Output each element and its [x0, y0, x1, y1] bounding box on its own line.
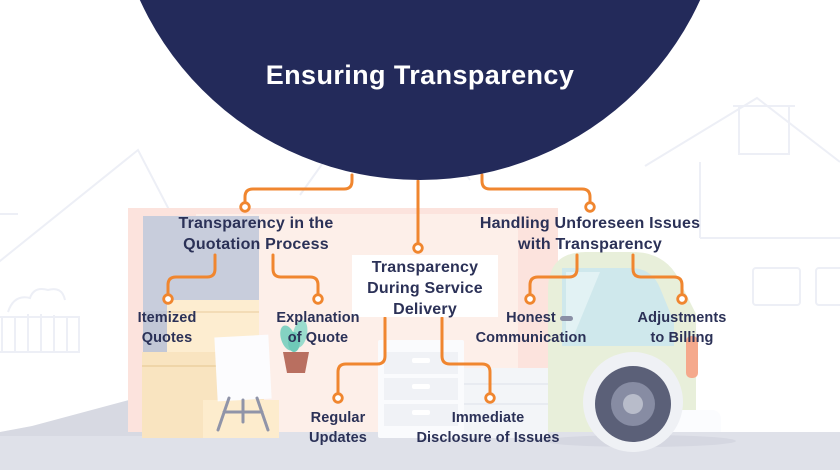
door-panel — [143, 216, 259, 311]
leaf-itemized-quotes: Itemized Quotes — [137, 310, 197, 346]
node-dot — [312, 293, 324, 305]
connector-quotation — [243, 173, 354, 203]
potted-plant-icon — [280, 320, 309, 373]
leaf-immediate-disclosure: Immediate Disclosure of Issues — [416, 410, 560, 446]
node-dot — [239, 201, 251, 213]
connector-issues — [480, 173, 592, 203]
node-dot — [524, 293, 536, 305]
right-roof-outline — [644, 96, 840, 167]
branch-quotation-label: Transparency in the Quotation Process — [178, 215, 334, 253]
dresser-icon — [378, 340, 548, 438]
cardboard-box-icon — [142, 300, 279, 438]
fence-outline-icon — [0, 314, 80, 353]
branch-service-box: Transparency During Service Delivery — [352, 255, 498, 318]
moving-truck-icon — [544, 252, 736, 452]
branch-issues-label: Handling Unforeseen Issues with Transpar… — [479, 215, 701, 253]
window-outline-icon — [752, 267, 801, 306]
bush-outline-icon — [7, 288, 66, 313]
node-dot — [484, 392, 496, 404]
node-dot — [412, 242, 424, 254]
leaf-explanation-of-quote: Explanation of Quote — [276, 310, 360, 346]
connector-honest — [528, 253, 579, 295]
node-dot — [162, 293, 174, 305]
node-dot — [584, 201, 596, 213]
connector-adjustments — [631, 253, 684, 295]
connector-regular — [336, 316, 387, 394]
page-title: Ensuring Transparency — [265, 60, 575, 90]
leaf-honest-communication: Honest Communication — [475, 310, 587, 346]
leaf-adjustments-to-billing: Adjustments to Billing — [637, 310, 727, 346]
branch-service-label: Transparency During Service Delivery — [367, 259, 483, 318]
easel-icon — [214, 334, 272, 432]
connector-immediate — [440, 316, 492, 394]
connector-explanation — [271, 253, 320, 295]
node-dot — [332, 392, 344, 404]
leaf-regular-updates: Regular Updates — [309, 410, 367, 446]
node-dot — [676, 293, 688, 305]
connector-itemized — [166, 253, 217, 295]
